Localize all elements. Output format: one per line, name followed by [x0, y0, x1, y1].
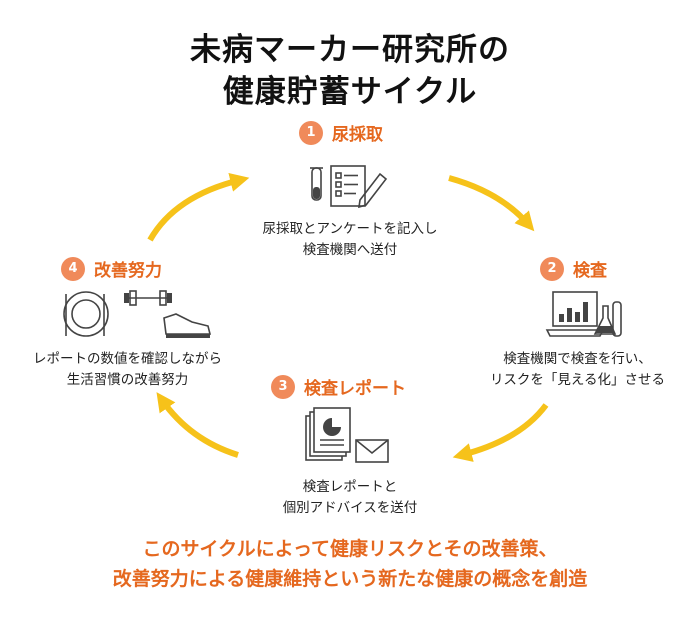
step-3-description: 検査レポートと 個別アドバイスを送付	[235, 477, 465, 519]
step-4-title: 改善努力	[94, 261, 162, 281]
arrow-step1-to-step2	[448, 175, 535, 232]
step-3-title: 検査レポート	[304, 379, 406, 399]
step-1-desc-line2: 検査機関へ送付	[302, 242, 398, 258]
step-2-header: 2 検査	[540, 256, 607, 281]
step-1-desc-line1: 尿採取とアンケートを記入し	[262, 221, 438, 237]
step-1-badge: 1	[299, 120, 323, 145]
step-2-badge: 2	[540, 256, 564, 281]
step-1-header: 1 尿採取	[299, 120, 383, 145]
plate-dumbbell-shoe-icon	[63, 290, 212, 338]
step-3-badge: 3	[271, 374, 295, 399]
diagram-title-line2: 健康貯蓄サイクル	[222, 74, 478, 110]
step-2-desc-line1: 検査機関で検査を行い、	[503, 351, 652, 367]
arrow-step2-to-step3	[452, 403, 549, 462]
step-4-description: レポートの数値を確認しながら 生活習慣の改善努力	[5, 349, 250, 391]
step-3-header: 3 検査レポート	[271, 374, 406, 399]
footer-line1: このサイクルによって健康リスクとその改善策、	[142, 538, 558, 560]
step-2-title: 検査	[573, 261, 607, 281]
step-4-header: 4 改善努力	[61, 256, 162, 281]
footer-line2: 改善努力による健康維持という新たな健康の概念を創造	[112, 568, 588, 590]
diagram-title-line1: 未病マーカー研究所の	[190, 32, 510, 68]
step-4-desc-line2: 生活習慣の改善努力	[66, 372, 189, 388]
step-1-description: 尿採取とアンケートを記入し 検査機関へ送付	[235, 219, 465, 261]
laptop-chart-flask-icon	[545, 291, 622, 337]
step-2-desc-line2: リスクを「見える化」させる	[489, 372, 666, 388]
step-4-desc-line1: レポートの数値を確認しながら	[33, 351, 222, 367]
step-3-desc-line2: 個別アドバイスを送付	[282, 500, 418, 516]
report-envelope-icon	[305, 407, 389, 463]
step-3-desc-line1: 検査レポートと	[302, 479, 398, 495]
step-2-description: 検査機関で検査を行い、 リスクを「見える化」させる	[455, 349, 700, 391]
arrow-step4-to-step1	[147, 172, 250, 242]
test-tube-checklist-icon	[310, 165, 388, 209]
arrow-step3-to-step4	[156, 392, 239, 458]
step-4-badge: 4	[61, 256, 85, 281]
step-1-title: 尿採取	[332, 125, 383, 145]
